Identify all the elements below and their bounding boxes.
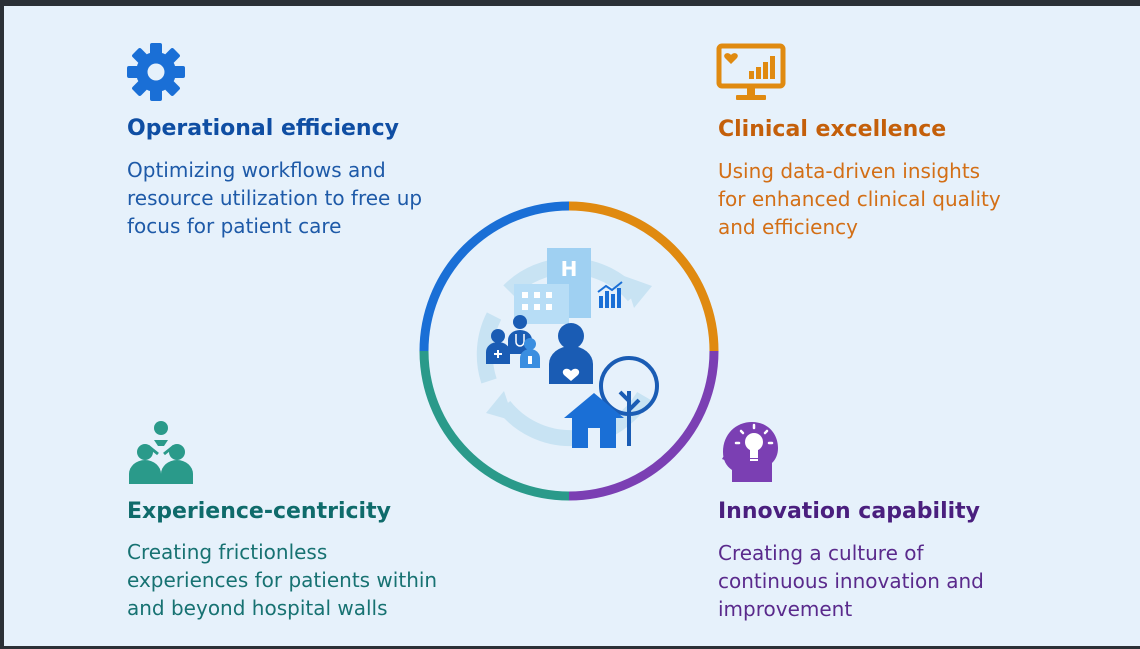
bar-chart-icon [597,281,623,308]
ring-segment-purple [568,350,719,501]
description-line: experiences for patients within [127,568,438,592]
tree-icon [599,356,659,446]
people-group-icon [129,421,193,484]
lightbulb-head-icon [722,422,778,482]
description-line: continuous innovation and [718,569,984,593]
patient-heart-icon [549,323,593,384]
home-icon [564,393,624,448]
innovation-capability-description: Creating a culture of continuous innovat… [718,539,984,623]
ring-segment-blue [419,201,570,352]
description-line: for enhanced clinical quality [718,187,1001,211]
description-line: Creating a culture of [718,541,924,565]
care-team-icon [486,315,540,368]
experience-centricity-description: Creating frictionless experiences for pa… [127,538,437,622]
operational-efficiency-description: Optimizing workflows and resource utiliz… [127,156,422,240]
description-line: improvement [718,597,853,621]
description-line: focus for patient care [127,214,342,238]
description-line: and efficiency [718,215,858,239]
description-line: Optimizing workflows and [127,158,386,182]
slide: Operational efficiency Optimizing workfl… [4,6,1140,646]
gear-icon [127,43,185,101]
central-cycle-diagram: H [419,201,719,501]
clinical-excellence-title: Clinical excellence [718,117,947,142]
description-line: Creating frictionless [127,540,328,564]
description-line: Using data-driven insights [718,159,981,183]
ring-segment-orange [568,201,719,352]
monitor-chart-icon [716,43,786,100]
hospital-sign: H [561,257,578,281]
description-line: and beyond hospital walls [127,596,388,620]
clinical-excellence-description: Using data-driven insights for enhanced … [718,157,1001,241]
innovation-capability-title: Innovation capability [718,499,981,524]
hospital-icon: H [514,248,591,324]
experience-centricity-title: Experience-centricity [127,499,391,524]
description-line: resource utilization to free up [127,186,423,210]
operational-efficiency-title: Operational efficiency [127,116,399,141]
ring-segment-teal [419,350,570,501]
